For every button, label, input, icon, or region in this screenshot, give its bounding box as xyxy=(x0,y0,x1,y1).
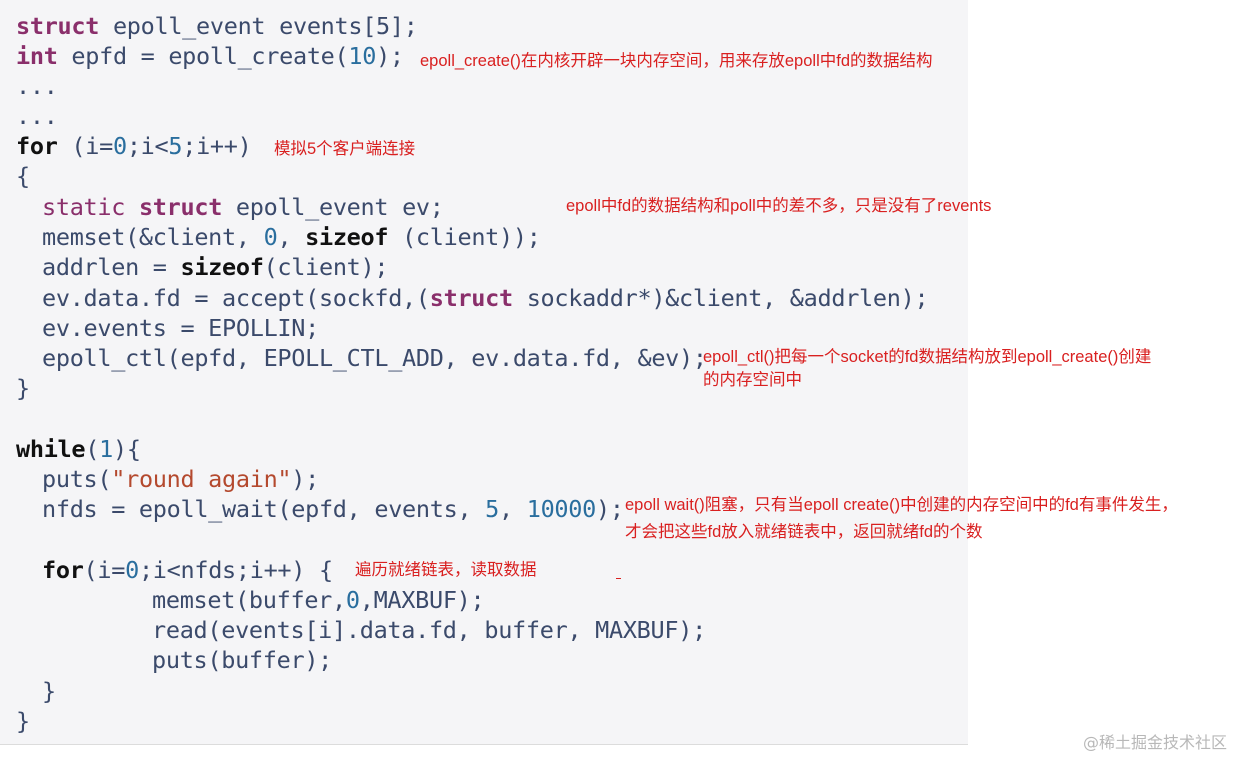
code-keyword: while xyxy=(16,435,86,463)
code-keyword: struct xyxy=(138,193,223,221)
code-number: 0 xyxy=(125,556,139,584)
code-line-21: } xyxy=(42,677,56,705)
code-text: sockaddr*)&client, &addrlen); xyxy=(512,284,929,312)
code-line-7: static struct epoll_event ev; xyxy=(42,192,444,222)
code-string: "round again" xyxy=(111,465,292,493)
code-line-9: addrlen = sizeof(client); xyxy=(42,252,389,282)
code-text: nfds = epoll_wait(epfd, events, xyxy=(42,495,486,523)
code-line-14: while(1){ xyxy=(16,434,141,464)
code-number: 5 xyxy=(168,132,183,160)
code-text: ;i< xyxy=(126,132,169,160)
code-text: ;i++) xyxy=(182,132,252,160)
code-keyword: for xyxy=(42,556,84,584)
code-keyword: sizeof xyxy=(305,223,389,251)
code-text: ); xyxy=(376,42,404,70)
code-text: puts( xyxy=(42,465,112,493)
code-line-22: } xyxy=(16,707,30,735)
code-line-5: for (i=0;i<5;i++) xyxy=(16,131,252,161)
code-keyword: sizeof xyxy=(180,253,264,281)
code-number: 1 xyxy=(99,435,113,463)
code-keyword: struct xyxy=(16,12,100,40)
code-text: ;i<nfds;i++) { xyxy=(138,556,333,584)
code-line-8: memset(&client, 0, sizeof (client)); xyxy=(42,222,541,252)
code-text: (i= xyxy=(57,132,113,160)
code-panel: struct epoll_event events[5]; int epfd =… xyxy=(0,11,968,745)
code-keyword: int xyxy=(16,42,58,70)
annotation-epoll-create: epoll_create()在内核开辟一块内存空间，用来存放epoll中fd的数… xyxy=(420,52,933,70)
code-text: ); xyxy=(291,465,319,493)
code-text: epoll_event events[5]; xyxy=(99,12,418,40)
code-text: addrlen = xyxy=(42,253,181,281)
annotation-epoll-wait-line2: 才会把这些fd放入就绪链表中，返回就绪fd的个数 xyxy=(625,523,983,541)
code-line-15: puts("round again"); xyxy=(42,464,319,494)
code-text: epoll_event ev; xyxy=(222,193,444,221)
code-text: ev.data.fd = accept(sockfd,( xyxy=(42,284,430,312)
code-line-1: struct epoll_event events[5]; xyxy=(16,11,418,41)
code-text: ); xyxy=(595,495,624,523)
annotation-epoll-ctl-line2: 的内存空间中 xyxy=(703,371,802,389)
code-line-10: ev.data.fd = accept(sockfd,(struct socka… xyxy=(42,283,929,313)
code-text: ,MAXBUF); xyxy=(359,586,485,614)
code-text: ){ xyxy=(112,435,141,463)
code-number: 0 xyxy=(112,132,127,160)
code-line-17: for(i=0;i<nfds;i++) { xyxy=(42,555,333,585)
code-line-18: memset(buffer,0,MAXBUF); xyxy=(152,585,485,615)
watermark: @稀土掘金技术社区 xyxy=(1082,733,1227,752)
code-line-20: puts(buffer); xyxy=(152,646,333,674)
annotation-traverse-ready-list: 遍历就绪链表，读取数据 xyxy=(355,561,537,579)
annotation-simulate-clients: 模拟5个客户端连接 xyxy=(274,140,416,158)
code-number: 10000 xyxy=(526,495,597,523)
code-text: , xyxy=(499,495,527,523)
code-text: ( xyxy=(85,435,100,463)
code-keyword: struct xyxy=(429,284,513,312)
code-line-3: ... xyxy=(16,72,58,100)
code-text: (client)); xyxy=(388,223,541,251)
code-text: memset(&client, xyxy=(42,223,264,251)
code-number: 10 xyxy=(348,42,377,70)
code-number: 0 xyxy=(345,586,360,614)
code-number: 5 xyxy=(485,495,500,523)
code-text: epfd = epoll_create( xyxy=(57,42,349,70)
code-line-2: int epfd = epoll_create(10); xyxy=(16,41,404,71)
code-line-4: ... xyxy=(16,102,58,130)
annotation-mark xyxy=(616,578,621,579)
code-number: 0 xyxy=(263,223,278,251)
annotation-epoll-ctl-line1: epoll_ctl()把每一个socket的fd数据结构放到epoll_crea… xyxy=(703,348,1152,366)
code-text xyxy=(125,193,139,221)
code-line-19: read(events[i].data.fd, buffer, MAXBUF); xyxy=(152,616,706,644)
code-text: memset(buffer, xyxy=(152,586,346,614)
annotation-epoll-wait-line1: epoll wait()阻塞，只有当epoll create()中创建的内存空间… xyxy=(625,496,1178,514)
code-line-13: } xyxy=(16,374,30,402)
code-line-12: epoll_ctl(epfd, EPOLL_CTL_ADD, ev.data.f… xyxy=(42,344,707,372)
code-line-11: ev.events = EPOLLIN; xyxy=(42,314,319,342)
code-text: (client); xyxy=(263,253,389,281)
code-line-16: nfds = epoll_wait(epfd, events, 5, 10000… xyxy=(42,494,624,524)
code-text: (i= xyxy=(83,556,126,584)
code-line-6: { xyxy=(16,162,30,190)
code-keyword: static xyxy=(42,193,126,221)
annotation-epoll-fd-structure: epoll中fd的数据结构和poll中的差不多，只是没有了revents xyxy=(566,197,992,215)
code-keyword: for xyxy=(16,132,58,160)
code-text: , xyxy=(277,223,306,251)
